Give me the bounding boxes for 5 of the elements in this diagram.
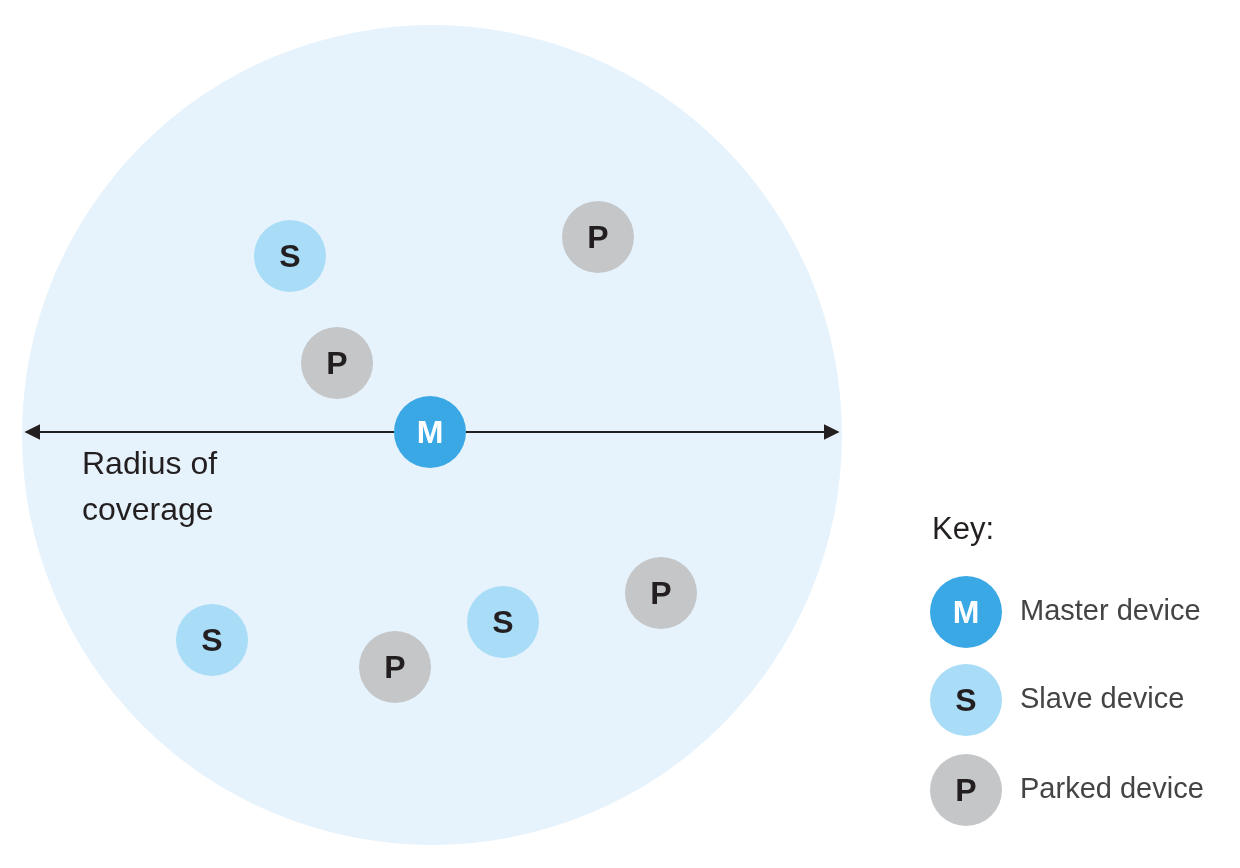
legend-text: Slave device — [1020, 684, 1185, 713]
legend-title: Key: — [932, 510, 995, 548]
legend-text: Parked device — [1020, 774, 1204, 803]
dimension-label: Radius of coverage — [82, 444, 219, 529]
legend-text: Master device — [1020, 596, 1201, 625]
